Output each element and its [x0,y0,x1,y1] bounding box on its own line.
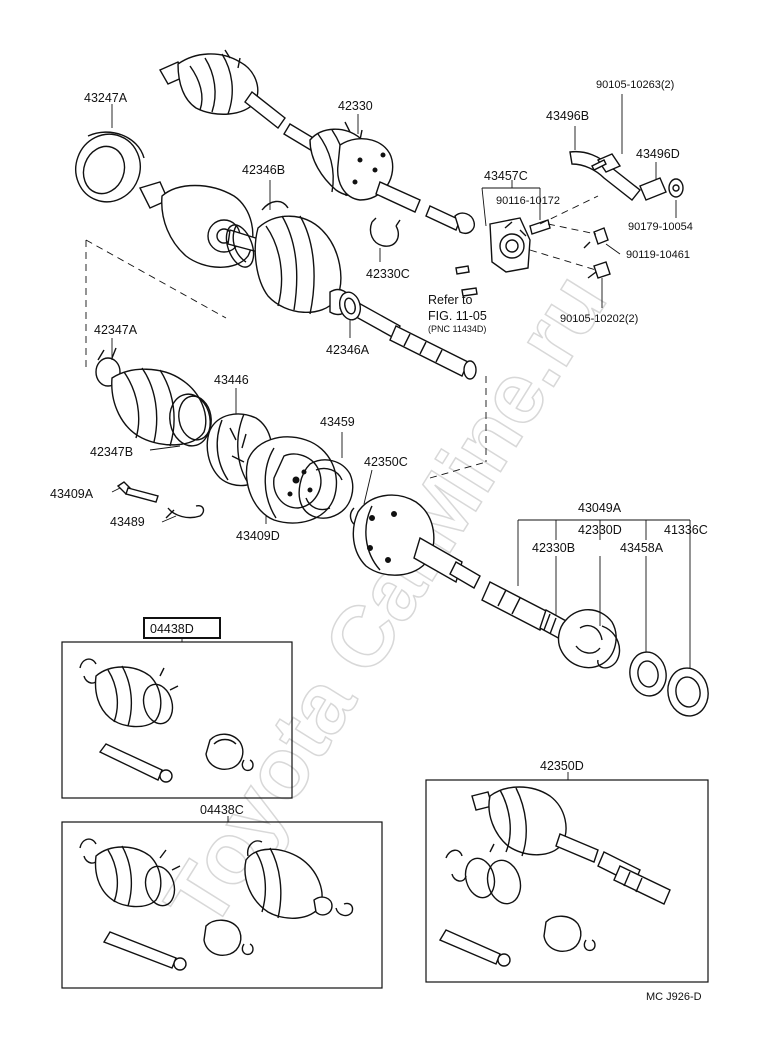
leader-lines-lower [517,519,691,668]
label-42346A: 42346A [326,343,370,357]
label-43409D: 43409D [236,529,280,543]
leader-lines-upper [111,94,677,338]
label-04438C: 04438C [200,803,244,817]
figure-code: MC J926-D [646,991,702,1003]
label-43459: 43459 [320,415,355,429]
label-42330: 42330 [338,99,373,113]
refer-line-1: Refer to [428,293,473,307]
label-43409A: 43409A [50,487,94,501]
label-43247A: 43247A [84,91,128,105]
label-42346B: 42346B [242,163,285,177]
middle-shaft-assembly [139,181,477,380]
refer-line-2: FIG. 11-05 [428,309,487,323]
label-04438D: 04438D [150,622,194,636]
inboard-joint-group [95,347,369,527]
label-42350D: 42350D [540,759,584,773]
label-43457C: 43457C [484,169,528,183]
label-42350C: 42350C [364,455,408,469]
label-42347B: 42347B [90,445,133,459]
label-90179-10054: 90179-10054 [628,221,693,233]
label-90119-10461: 90119-10461 [626,249,690,261]
kit-box-04438D [61,617,293,799]
label-43496B: 43496B [546,109,589,123]
refer-line-3: (PNC 11434D) [428,324,486,334]
lower-outboard-shaft [352,494,709,717]
label-42347A: 42347A [94,323,138,337]
label-43496D: 43496D [636,147,680,161]
upper-shaft-assembly [159,49,475,247]
label-43446: 43446 [214,373,249,387]
label-43458A: 43458A [620,541,664,555]
bearing-bracket [455,150,684,297]
label-41336C: 41336C [664,523,708,537]
label-43049A: 43049A [578,501,622,515]
label-42330C: 42330C [366,267,410,281]
label-42330D: 42330D [578,523,622,537]
label-42330B: 42330B [532,541,575,555]
dust-deflector-43247A [75,131,145,203]
leader-lines-middle [111,338,373,524]
refer-note: Refer to FIG. 11-05 (PNC 11434D) [428,293,487,334]
kit-box-42350D [425,772,709,983]
label-90105-10202: 90105-10202(2) [560,313,638,325]
kit-box-04438C [61,816,383,989]
label-90116-10172: 90116-10172 [496,195,560,207]
label-43489: 43489 [110,515,145,529]
dashed-group-outline [85,239,487,479]
part-labels: 43247A 42330 42346B 43496B 90105-10263(2… [50,79,708,817]
label-90105-10263: 90105-10263(2) [596,79,674,91]
